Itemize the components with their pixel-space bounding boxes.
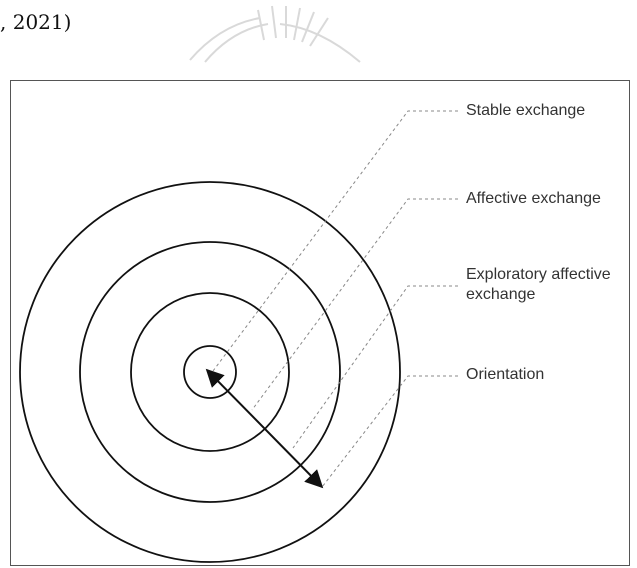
label-affective-exchange: Affective exchange bbox=[466, 190, 601, 207]
ring-affective-exchange bbox=[79, 241, 341, 503]
label-orientation: Orientation bbox=[466, 366, 545, 383]
watermark-seal bbox=[189, 5, 361, 63]
label-stable-exchange: Stable exchange bbox=[466, 102, 586, 119]
outer-ring-stable-exchange bbox=[19, 181, 401, 563]
leader-line-stable-exchange bbox=[209, 110, 458, 376]
leader-line-affective-exchange bbox=[251, 198, 458, 411]
leader-line-orientation bbox=[321, 375, 458, 488]
label-exploratory-affective-exchange: Exploratory affective exchange bbox=[466, 266, 611, 303]
citation-fragment: , 2021) bbox=[0, 10, 72, 34]
leader-line-exploratory bbox=[292, 285, 458, 449]
double-arrow bbox=[205, 368, 324, 489]
diagram-frame bbox=[10, 80, 630, 566]
